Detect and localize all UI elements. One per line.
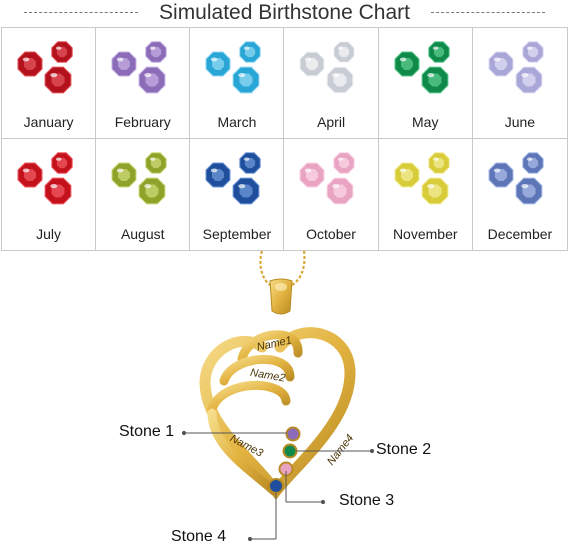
birthstone-gems xyxy=(205,41,262,94)
birthstone-gems xyxy=(299,41,356,94)
birthstone-cell: October xyxy=(284,139,379,250)
title-rule-left xyxy=(24,12,138,13)
gem-bottom-right xyxy=(232,177,260,205)
birthstone-month-label: August xyxy=(120,226,165,242)
gem-left xyxy=(394,51,420,77)
gem-bottom-right xyxy=(44,177,72,205)
gem-left xyxy=(111,162,137,188)
birthstone-month-label: September xyxy=(202,226,272,242)
birthstone-gems xyxy=(394,152,450,205)
gem-left xyxy=(205,162,231,188)
gem-bottom-right xyxy=(327,66,354,94)
gem-left xyxy=(17,162,43,188)
pendant-stone-1 xyxy=(285,426,301,442)
chart-title: Simulated Birthstone Chart xyxy=(159,1,410,24)
callout-lines xyxy=(181,430,375,542)
birthstone-month-label: April xyxy=(317,114,346,130)
gem-top-right xyxy=(427,41,450,63)
birthstone-gems xyxy=(394,41,450,94)
gem-top-right xyxy=(333,152,356,174)
heart-pendant xyxy=(199,327,356,501)
birthstone-month-label: February xyxy=(114,114,171,130)
gem-left xyxy=(205,51,231,77)
chain xyxy=(259,251,306,286)
birthstone-month-label: December xyxy=(487,226,553,242)
gem-bottom-right xyxy=(421,66,449,94)
birthstone-cell: March xyxy=(190,28,285,139)
gem-left xyxy=(394,162,420,188)
callout-stone-3: Stone 3 xyxy=(339,492,395,509)
birthstone-gems xyxy=(111,152,167,205)
pendant-stone-4 xyxy=(268,478,284,494)
birthstone-month-label: May xyxy=(412,114,439,130)
gem-bottom-right xyxy=(327,177,354,205)
birthstone-month-label: January xyxy=(23,114,74,130)
birthstone-cell: May xyxy=(378,28,473,139)
birthstone-cell: June xyxy=(472,28,567,139)
title-rule-right xyxy=(431,12,545,13)
pendant-stone-2 xyxy=(282,443,298,459)
gem-left xyxy=(488,162,514,188)
gem-bottom-right xyxy=(44,66,72,94)
gem-top-right xyxy=(333,41,356,63)
birthstone-month-label: March xyxy=(217,114,257,130)
birthstone-cell: February xyxy=(96,28,191,139)
birthstone-gems xyxy=(17,152,73,205)
gem-left xyxy=(299,162,325,188)
birthstone-gems xyxy=(111,41,167,94)
birthstone-gems xyxy=(488,41,544,94)
birthstone-cell: November xyxy=(379,139,473,250)
gem-bottom-right xyxy=(421,177,449,205)
birthstone-gems xyxy=(17,41,73,94)
birthstone-month-label: June xyxy=(504,114,536,130)
gem-top-right xyxy=(51,41,73,63)
birthstone-cell: August xyxy=(96,139,191,250)
pendant-stones xyxy=(268,426,301,494)
birthstone-cell: January xyxy=(2,28,97,139)
gem-left xyxy=(17,51,43,77)
birthstone-cell: April xyxy=(284,28,379,139)
callout-stone-2: Stone 2 xyxy=(376,441,432,458)
gem-top-right xyxy=(427,152,450,174)
birthstone-month-label: November xyxy=(392,226,458,242)
birthstone-month-label: July xyxy=(36,226,62,242)
gem-top-right xyxy=(145,152,167,174)
birthstone-cell: September xyxy=(190,139,285,250)
pendant-illustration: Name1 Name2 Name3 Name4 Stone 1 Stone 2 … xyxy=(0,251,569,545)
gem-bottom-right xyxy=(232,66,260,94)
gem-top-right xyxy=(51,152,73,174)
gem-top-right xyxy=(239,41,262,63)
gem-bottom-right xyxy=(515,66,543,94)
gem-bottom-right xyxy=(515,177,543,205)
gem-top-right xyxy=(522,41,544,63)
gem-left xyxy=(299,51,325,77)
chart-header: Simulated Birthstone Chart xyxy=(0,0,569,26)
gem-top-right xyxy=(145,41,167,63)
callout-stone-4: Stone 4 xyxy=(171,528,227,545)
gem-top-right xyxy=(239,152,262,174)
gem-left xyxy=(488,51,514,77)
pendant-svg: Name1 Name2 Name3 Name4 xyxy=(181,251,375,542)
birthstone-cell: July xyxy=(2,139,97,250)
gem-left xyxy=(111,51,137,77)
callout-stone-1: Stone 1 xyxy=(119,423,175,440)
gem-bottom-right xyxy=(138,177,166,205)
gem-bottom-right xyxy=(138,66,166,94)
engraving-4: Name4 xyxy=(325,432,356,467)
birthstone-gems xyxy=(299,152,356,205)
gem-top-right xyxy=(522,152,544,174)
birthstone-gems xyxy=(205,152,262,205)
birthstone-cell: December xyxy=(473,139,567,250)
birthstone-gems xyxy=(488,152,544,205)
birthstone-month-label: October xyxy=(306,226,356,242)
